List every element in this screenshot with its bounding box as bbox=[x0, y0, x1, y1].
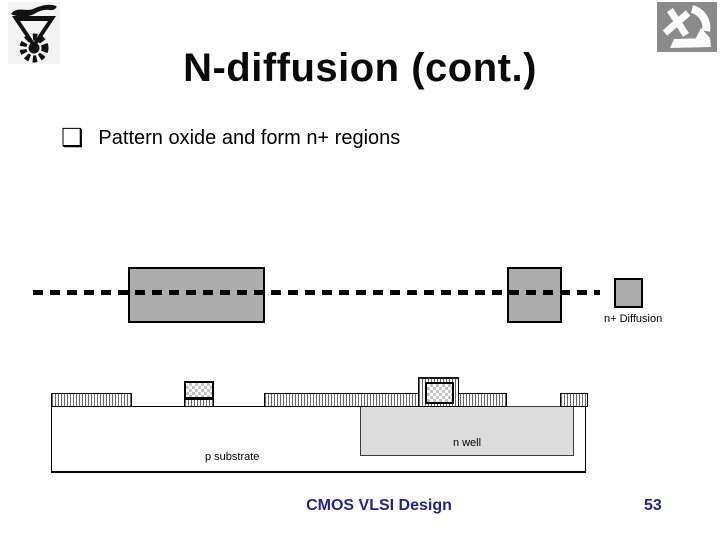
ndiff-mask-rect-large bbox=[128, 267, 265, 323]
n-well-region bbox=[360, 406, 574, 456]
resist-block-left bbox=[184, 381, 214, 399]
slide-title: N-diffusion (cont.) bbox=[183, 46, 537, 90]
oxide-pad-under-resist bbox=[184, 399, 214, 407]
p-substrate-label: p substrate bbox=[205, 451, 260, 463]
ndiff-legend-label: n+ Diffusion bbox=[604, 313, 663, 325]
ndiff-mask-rect-small bbox=[507, 267, 562, 323]
oxide-strip-left bbox=[51, 393, 132, 407]
oxide-strip-right bbox=[560, 393, 588, 407]
shadowed-square-bullet-icon: ❑ bbox=[61, 123, 84, 152]
ndiff-legend-swatch bbox=[614, 278, 643, 308]
n-well-label: n well bbox=[452, 437, 482, 449]
cut-line-dashed bbox=[33, 290, 600, 295]
oxide-strip-middle bbox=[264, 393, 507, 407]
resist-block-nwell bbox=[425, 382, 454, 404]
faculty-logo-icon bbox=[657, 2, 717, 52]
bullet-item: ❑ Pattern oxide and form n+ regions bbox=[61, 124, 400, 152]
bullet-text: Pattern oxide and form n+ regions bbox=[98, 127, 401, 149]
page-number: 53 bbox=[644, 497, 662, 514]
footer-course-title: CMOS VLSI Design bbox=[306, 497, 452, 514]
technion-logo-icon bbox=[8, 2, 60, 64]
